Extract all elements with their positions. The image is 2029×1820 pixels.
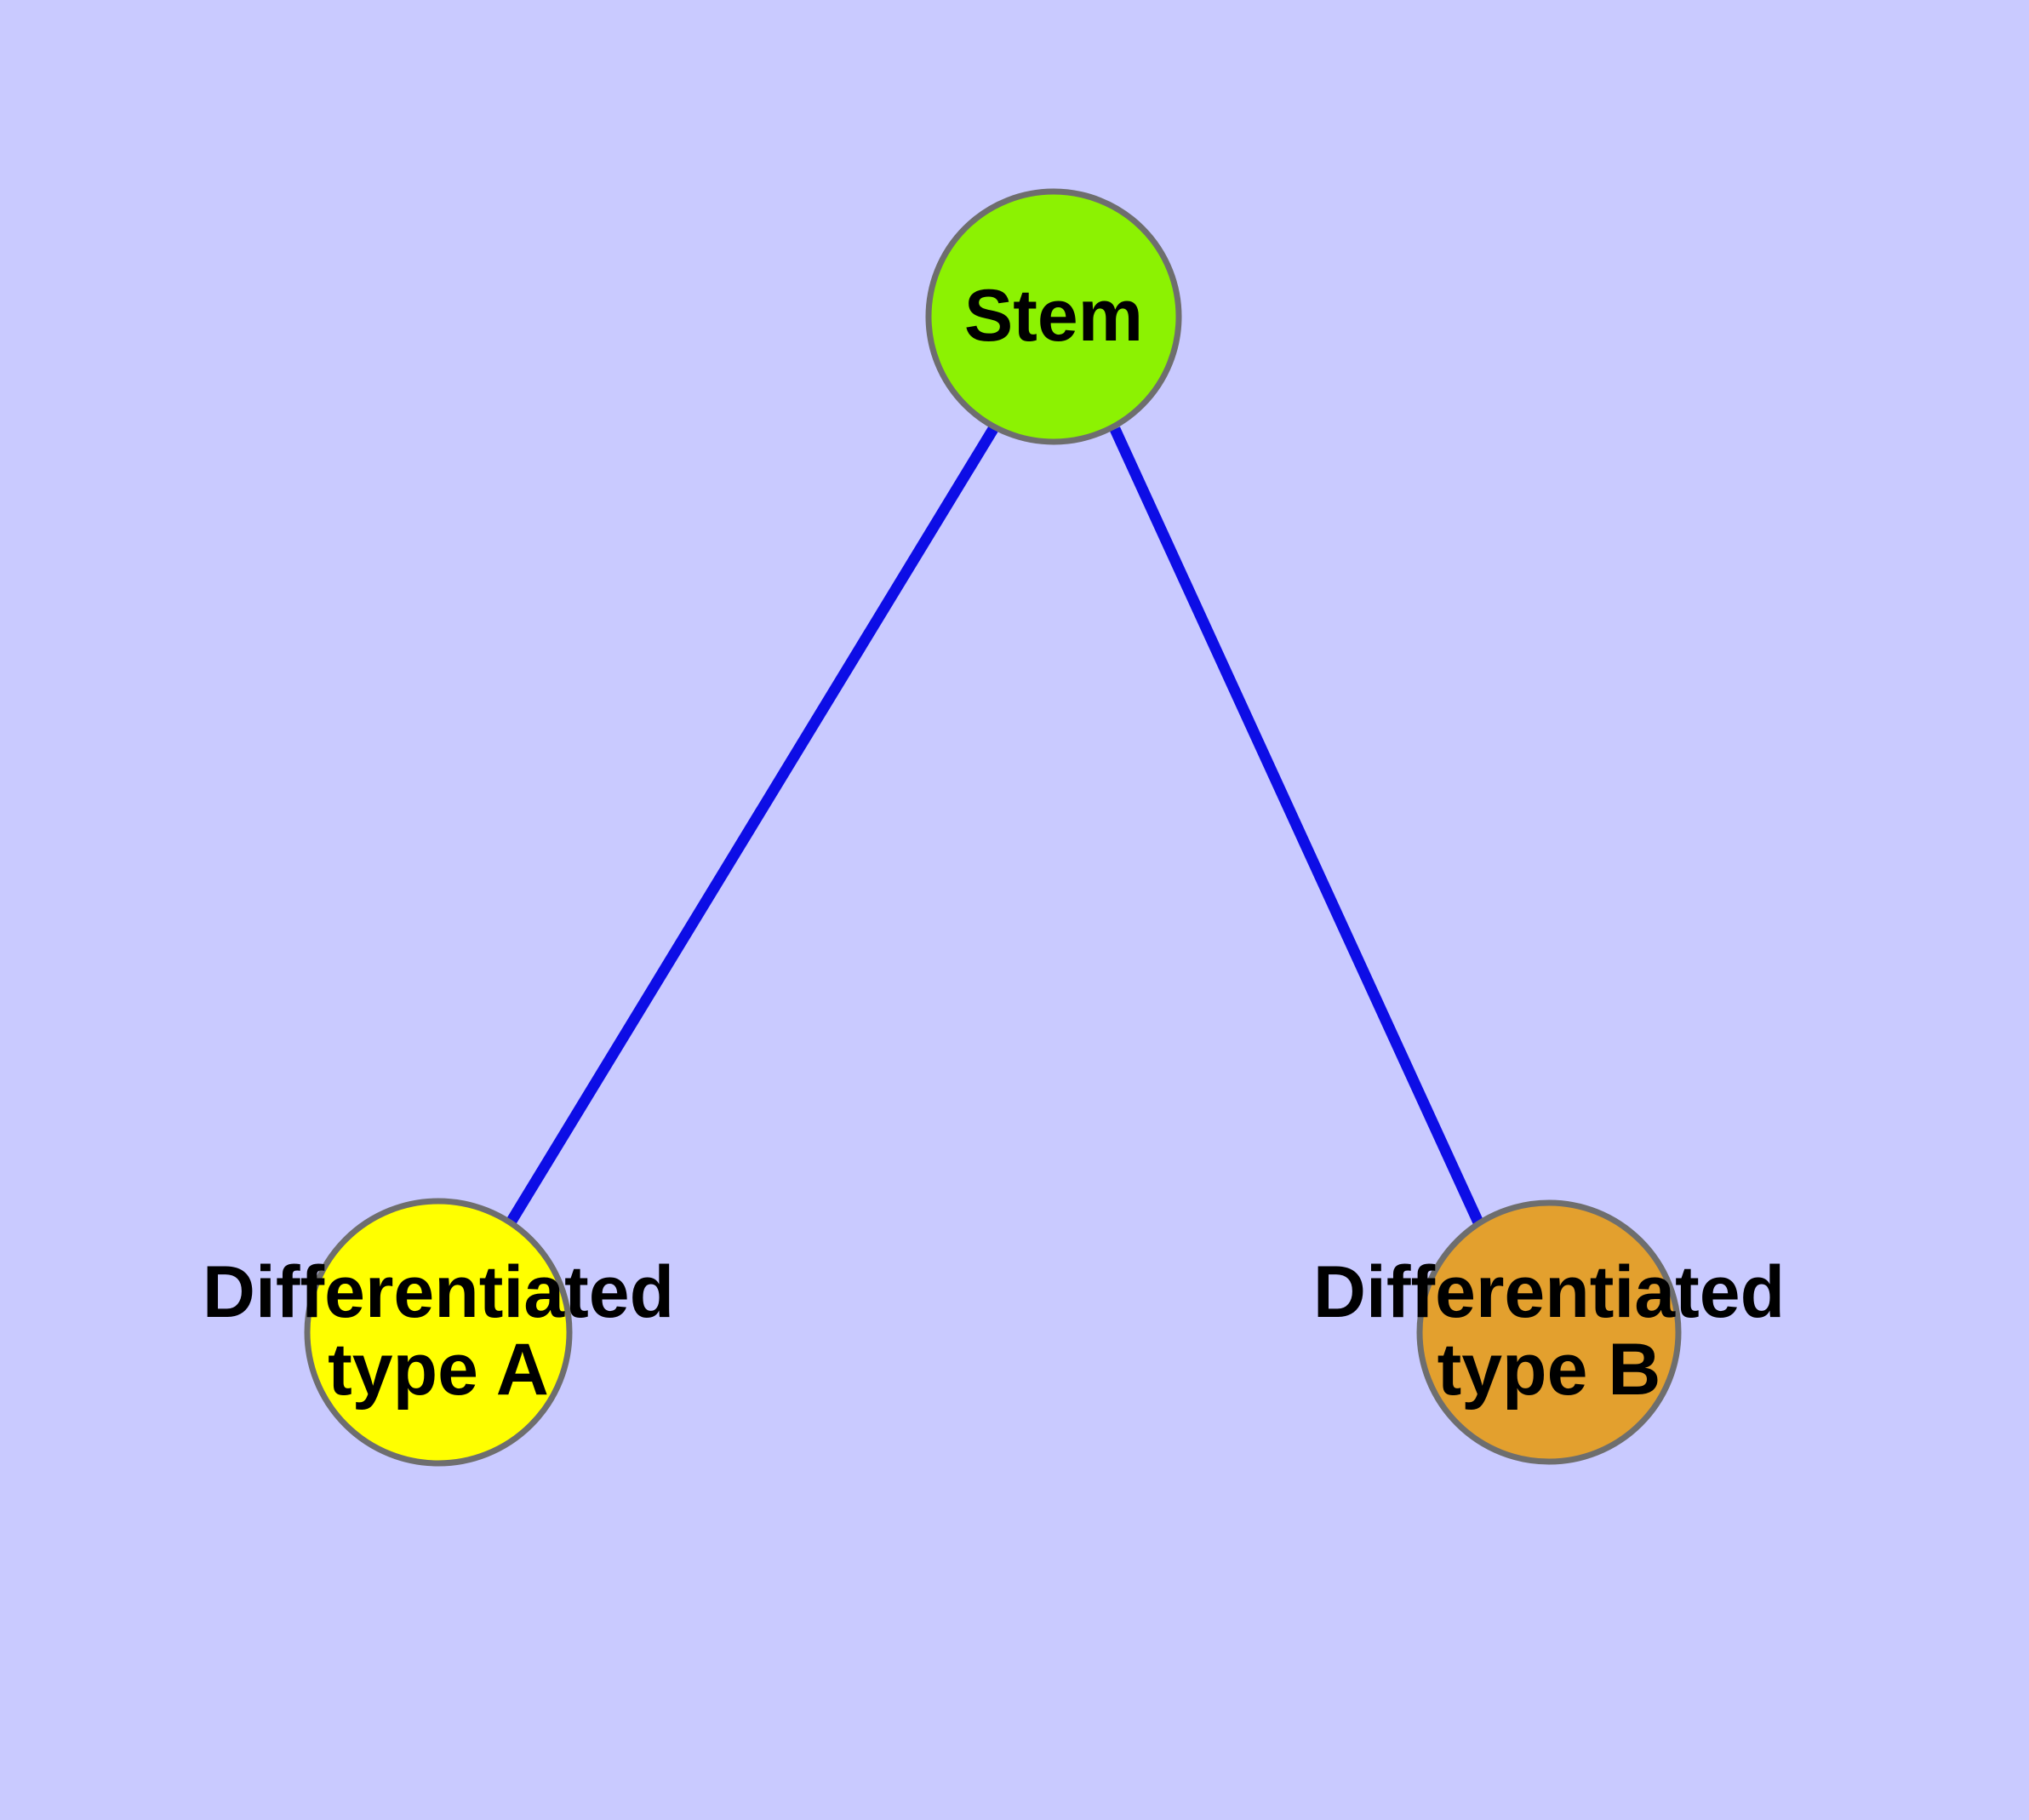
edge-layer bbox=[506, 426, 1483, 1226]
node-layer bbox=[304, 188, 1682, 1467]
edge-stem-to-differentiated-type-b[interactable] bbox=[1110, 426, 1483, 1225]
edge-stem-to-differentiated-type-a[interactable] bbox=[506, 426, 998, 1226]
node-differentiated-type-a[interactable] bbox=[304, 1198, 573, 1467]
node-differentiated-type-b[interactable] bbox=[1416, 1199, 1682, 1465]
node-stem[interactable] bbox=[925, 188, 1182, 445]
